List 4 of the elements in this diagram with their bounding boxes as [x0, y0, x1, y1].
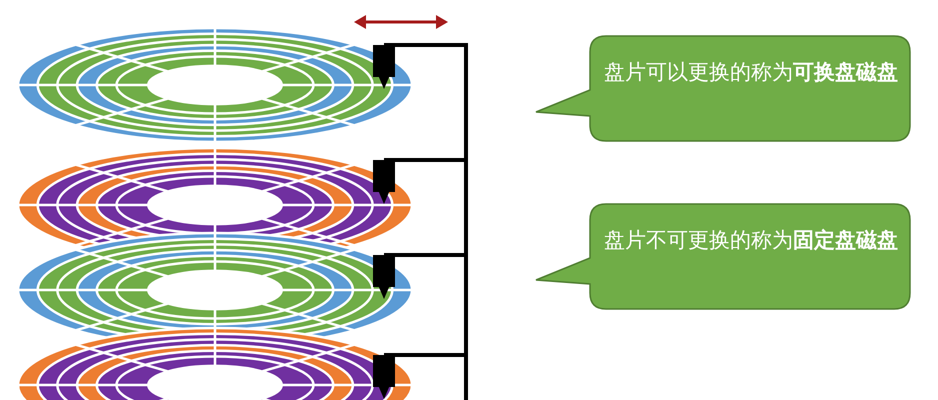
- callout-text: 盘片可以更换的称为可换盘磁盘: [603, 59, 899, 86]
- speech-bubble: [535, 203, 912, 311]
- speech-bubble: [535, 35, 912, 143]
- callout-text: 盘片不可更换的称为固定盘磁盘: [603, 227, 899, 254]
